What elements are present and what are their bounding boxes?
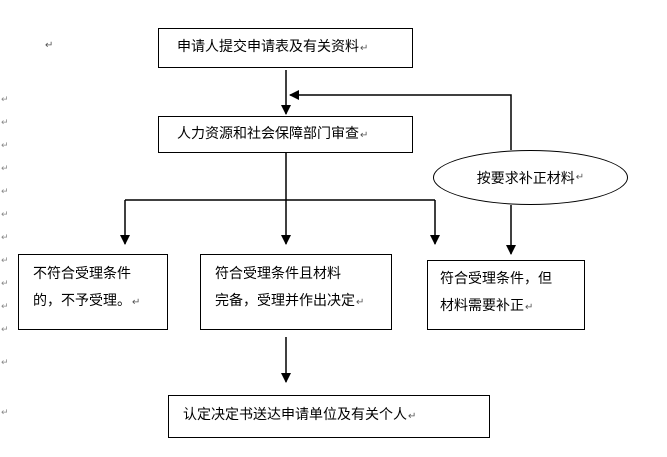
- node-supplement-text: 按要求补正材料: [476, 170, 575, 187]
- margin-mark: ↵: [1, 358, 9, 368]
- node-review-text: 人力资源和社会保障部门审查: [177, 126, 359, 142]
- margin-mark: ↵: [1, 118, 9, 128]
- node-review: 人力资源和社会保障部门审查↵: [158, 116, 413, 153]
- node-need-supplement: 符合受理条件，但 材料需要补正↵: [427, 260, 585, 330]
- margin-mark: ↵: [1, 302, 9, 312]
- paragraph-mark: ↵: [408, 411, 417, 422]
- margin-mark: ↵: [1, 210, 9, 220]
- node-rejected-line2: 的，不予受理。: [33, 293, 131, 309]
- node-accepted-line1: 符合受理条件且材料: [215, 266, 341, 282]
- node-deliver: 认定决定书送达申请单位及有关个人↵: [168, 395, 490, 438]
- paragraph-mark: ↵: [360, 130, 369, 141]
- node-accepted-line2: 完备，受理并作出决定: [215, 293, 355, 309]
- node-need-supplement-line2: 材料需要补正: [440, 298, 524, 314]
- paragraph-mark: ↵: [356, 297, 365, 308]
- paragraph-mark: ↵: [360, 43, 369, 54]
- paragraph-mark: ↵: [575, 172, 585, 183]
- margin-mark: ↵: [1, 141, 9, 151]
- paragraph-mark: ↵: [132, 297, 141, 308]
- margin-mark: ↵: [1, 187, 9, 197]
- margin-mark: ↵: [1, 279, 9, 289]
- node-rejected: 不符合受理条件 的，不予受理。↵: [18, 254, 168, 330]
- node-supplement: 按要求补正材料↵: [433, 150, 628, 205]
- margin-mark: ↵: [1, 164, 9, 174]
- margin-mark: ↵: [1, 325, 9, 335]
- paragraph-mark-stray: ↵: [45, 40, 54, 51]
- node-submit: 申请人提交申请表及有关资料↵: [158, 28, 413, 68]
- node-need-supplement-line1: 符合受理条件，但: [440, 271, 552, 287]
- paragraph-mark: ↵: [525, 302, 534, 313]
- margin-mark: ↵: [1, 256, 9, 266]
- node-deliver-text: 认定决定书送达申请单位及有关个人: [183, 407, 407, 423]
- arrow-supplement-feedback: [289, 90, 512, 150]
- margin-mark: ↵: [1, 233, 9, 243]
- node-accepted: 符合受理条件且材料 完备，受理并作出决定↵: [200, 254, 392, 330]
- margin-mark: ↵: [1, 95, 9, 105]
- margin-mark: ↵: [1, 408, 9, 418]
- node-rejected-line1: 不符合受理条件: [33, 266, 131, 282]
- node-submit-text: 申请人提交申请表及有关资料: [177, 39, 359, 55]
